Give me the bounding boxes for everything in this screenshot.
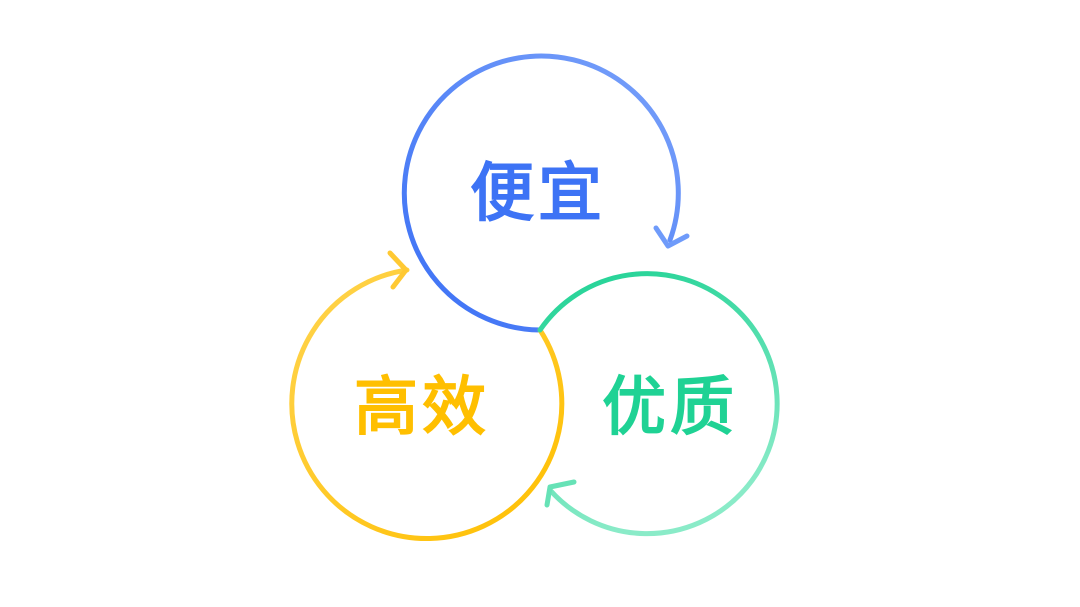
node-label-cheap: 便宜 bbox=[470, 156, 606, 231]
arrow-down-icon bbox=[653, 225, 690, 249]
cheap-cycle-arc bbox=[401, 53, 690, 333]
node-label-quality: 优质 bbox=[602, 370, 738, 445]
arrow-right-icon bbox=[387, 250, 409, 290]
arrow-left-icon bbox=[544, 479, 577, 508]
quality-cycle-arc bbox=[537, 271, 780, 537]
node-label-efficient: 高效 bbox=[354, 370, 490, 445]
efficient-cycle-arc bbox=[289, 250, 565, 542]
